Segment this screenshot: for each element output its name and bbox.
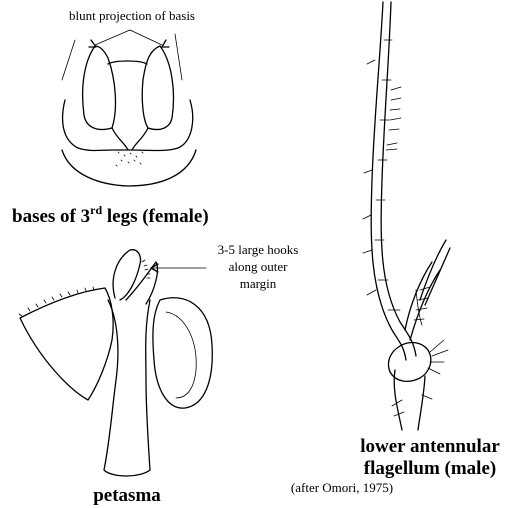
petasma-label: petasma xyxy=(93,485,161,506)
bases-title-suffix: legs (female) xyxy=(102,206,209,227)
blunt-projection-pointer-right xyxy=(130,30,162,45)
bases-title-sup: rd xyxy=(90,203,102,217)
blunt-projection-label: blunt projection of basis xyxy=(69,8,195,23)
stipple xyxy=(116,152,143,166)
hooks-label-line1: 3-5 large hooks xyxy=(218,242,299,257)
citation: (after Omori, 1975) xyxy=(291,480,393,495)
flagellum-drawing xyxy=(363,2,450,430)
antennular-label-line1: lower antennular xyxy=(360,436,500,457)
hooks-label-line2: along outer xyxy=(229,259,289,274)
hooks-label-line3: margin xyxy=(240,276,277,291)
bases-title-prefix: bases of 3 xyxy=(12,206,90,227)
bases-drawing xyxy=(62,30,196,186)
antennular-label-line2: flagellum (male) xyxy=(364,458,496,479)
bases-title: bases of 3rd legs (female) xyxy=(12,203,209,227)
blunt-projection-pointer-left xyxy=(95,30,130,45)
petasma-drawing xyxy=(19,250,212,476)
